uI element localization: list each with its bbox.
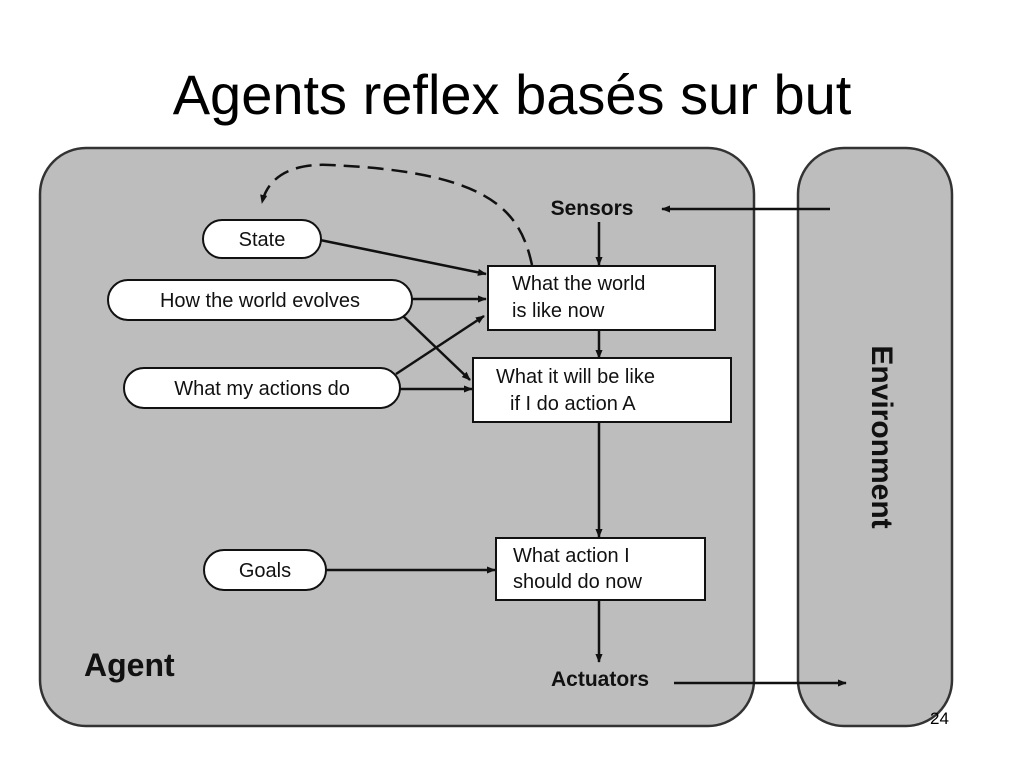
world-now-box-line2: is like now <box>512 300 605 322</box>
state-to-world-arrow <box>319 238 487 276</box>
state-oval: State <box>202 219 322 259</box>
actions-do-oval-label: What my actions do <box>174 378 350 400</box>
will-be-box: What it will be like if I do action A <box>472 357 732 423</box>
world-evolves-oval: How the world evolves <box>107 279 413 321</box>
environment-panel <box>796 146 954 728</box>
environment-label: Environment <box>865 345 898 528</box>
slide-title: Agents reflex basés sur but <box>172 63 852 126</box>
action-box: What action I should do now <box>495 537 706 601</box>
agent-panel <box>38 146 756 728</box>
world-evolves-oval-label: How the world evolves <box>160 290 360 312</box>
world-now-box: What the world is like now <box>487 265 716 331</box>
will-be-box-line2: if I do action A <box>510 393 636 415</box>
page-number: 24 <box>930 709 949 728</box>
actions-to-world-arrow <box>395 314 485 376</box>
state-feedback-arrow <box>260 163 534 266</box>
sensors-label: Sensors <box>551 197 634 220</box>
actuators-label: Actuators <box>551 668 649 691</box>
world-now-box-line1: What the world <box>512 273 645 295</box>
state-oval-label: State <box>239 229 286 251</box>
will-be-box-line1: What it will be like <box>496 366 655 388</box>
goals-oval-label: Goals <box>239 560 291 582</box>
goals-oval: Goals <box>203 549 327 591</box>
action-box-line1: What action I <box>513 545 630 567</box>
action-box-line2: should do now <box>513 571 643 593</box>
actions-do-oval: What my actions do <box>123 367 401 409</box>
agent-label: Agent <box>84 647 175 683</box>
